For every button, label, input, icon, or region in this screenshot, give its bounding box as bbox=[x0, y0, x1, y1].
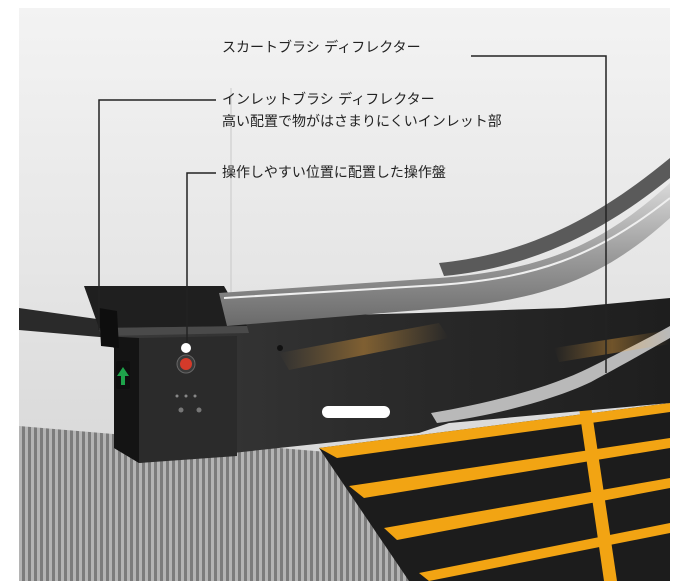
control-panel-face bbox=[139, 336, 237, 463]
skirt-brush-label: スカートブラシ ディフレクター bbox=[222, 40, 421, 56]
inlet-brush-sublabel: 高い配置で物がはさまりにくいインレット部 bbox=[222, 114, 502, 130]
handrail-inlet bbox=[99, 308, 119, 348]
balustrade-body bbox=[114, 298, 670, 463]
handrail-highlight bbox=[223, 197, 670, 299]
comb-yellow-side bbox=[579, 406, 617, 581]
key-switch-icon[interactable] bbox=[196, 407, 202, 413]
landing-plate bbox=[19, 426, 409, 581]
green-up-arrow-icon bbox=[117, 367, 129, 385]
left-handrail bbox=[19, 308, 111, 338]
skirt-leader-line bbox=[471, 55, 607, 373]
panel-screw bbox=[277, 345, 283, 351]
escalator-photo: スカートブラシ ディフレクター インレットブラシ ディフレクター 高い配置で物が… bbox=[19, 8, 670, 581]
inlet-brush-label: インレットブラシ ディフレクター bbox=[222, 92, 435, 108]
escalator-illustration bbox=[19, 88, 670, 581]
deck-cap-edge bbox=[99, 326, 249, 336]
skirt-brush-deflector bbox=[431, 326, 670, 423]
skirt-light bbox=[322, 406, 390, 418]
handrail-upper-edge bbox=[439, 158, 670, 276]
newel-deck-cap bbox=[84, 286, 247, 328]
key-switch-icon[interactable] bbox=[178, 407, 184, 413]
panel-leader-line bbox=[186, 172, 216, 343]
indicator-lamp bbox=[181, 343, 191, 353]
control-panel-label: 操作しやすい位置に配置した操作盤 bbox=[222, 165, 446, 181]
moving-handrail bbox=[219, 183, 670, 326]
red-stop-button-icon[interactable] bbox=[180, 358, 192, 370]
callout-lines bbox=[98, 55, 607, 373]
inlet-leader-line bbox=[98, 99, 216, 330]
orange-glow bbox=[279, 323, 449, 370]
orange-glow bbox=[554, 330, 670, 362]
